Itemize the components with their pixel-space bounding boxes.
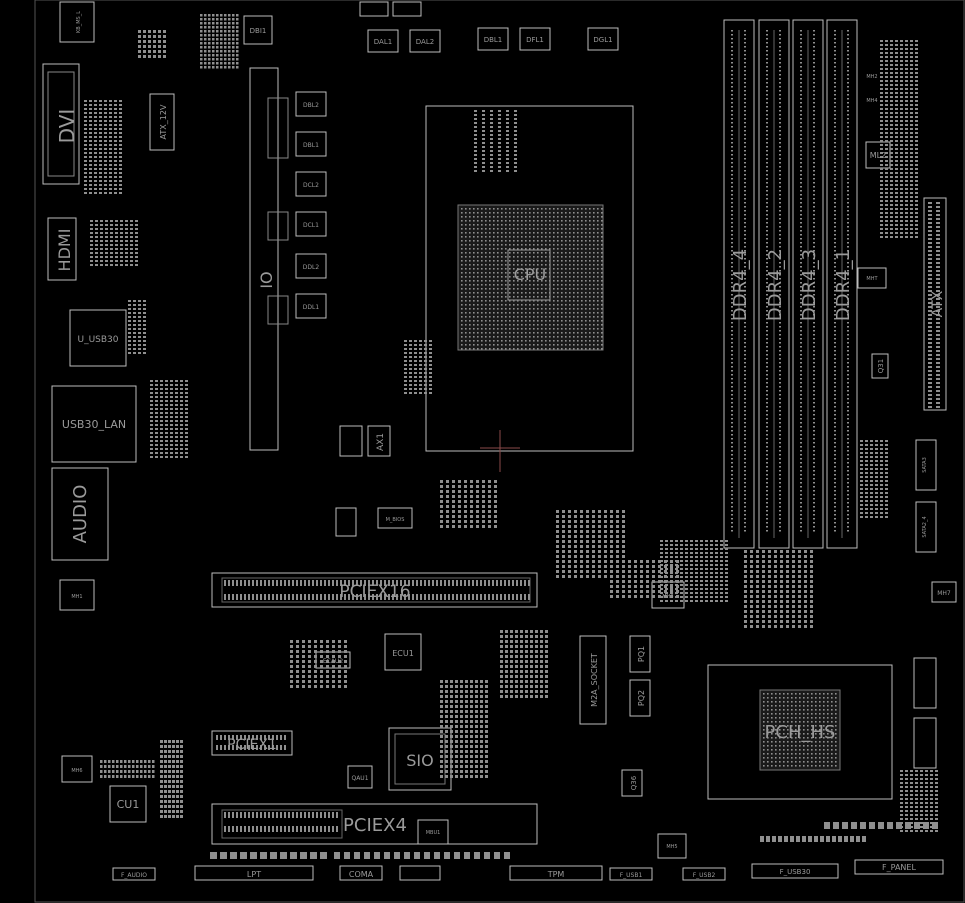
mh2-label: MH2: [866, 74, 877, 80]
usb30-connector[interactable]: [69, 309, 127, 367]
io-column: [249, 67, 279, 451]
q36-label: Q36: [630, 775, 638, 790]
mh1-label: MH1: [71, 594, 82, 600]
usb30-lan-label: USB30_LAN: [62, 418, 126, 431]
m2a-socket[interactable]: [579, 635, 607, 725]
mbu1-label: MBU1: [426, 830, 441, 836]
inductor-dcl1: DCL1: [303, 222, 319, 229]
pciex4-slot[interactable]: [211, 803, 538, 845]
sata2-label: SATA2_4: [922, 516, 928, 537]
header-f-usb1[interactable]: [609, 867, 653, 881]
pciex16-slot[interactable]: [211, 572, 538, 608]
ecu1-chip[interactable]: [384, 633, 422, 671]
header-f-panel[interactable]: [854, 859, 944, 875]
inductor-dcl2: DCL2: [303, 182, 319, 189]
mh3-label: MH3: [662, 594, 673, 600]
inductor-dal1: DAL1: [374, 38, 392, 46]
ddr4-2-label: DDR4_2: [765, 249, 786, 321]
cu1-label: CU1: [117, 798, 140, 811]
atx12v-label: ATX_12V: [159, 104, 168, 139]
coma-label: COMA: [349, 870, 374, 879]
ddr4-slot-1[interactable]: [826, 19, 858, 549]
ddr4-3-label: DDR4_3: [799, 249, 820, 321]
mh4-label: MH4: [866, 98, 877, 104]
sata-label: SATA3: [922, 457, 928, 473]
inductor-dfl1: DFL1: [526, 36, 544, 44]
io-label: IO: [257, 271, 276, 288]
pciex16-label: PCIEX16: [339, 582, 410, 602]
pciex1-slot[interactable]: [211, 730, 293, 756]
hdmi-label: HDMI: [55, 229, 74, 272]
f-panel-label: F_PANEL: [882, 863, 916, 872]
f-usb2-label: F_USB2: [693, 872, 716, 879]
usb30-label: U_USB30: [77, 335, 118, 345]
header-f-usb2[interactable]: [682, 867, 726, 881]
dvi-label: DVI: [55, 109, 79, 144]
pciex4-label: PCIEX4: [343, 815, 407, 836]
audio-connector[interactable]: [51, 467, 109, 561]
pciex1-label: PCIEX1: [227, 737, 277, 753]
ddr4-slot-3[interactable]: [792, 19, 824, 549]
pq1-label: PQ1: [637, 646, 646, 662]
kbms-connector[interactable]: [59, 1, 95, 43]
mht-label: MHT: [866, 276, 878, 282]
tpm-label: TPM: [547, 870, 565, 879]
ml2-label: ML2: [870, 151, 886, 160]
pch-heatsink[interactable]: [707, 664, 893, 800]
ddr4-slot-4[interactable]: [723, 19, 755, 549]
inductor-dbl1: DBL1: [303, 142, 319, 149]
f-usb1-label: F_USB1: [620, 872, 643, 879]
header-tpm[interactable]: [509, 865, 603, 881]
f-usb30-label: F_USB30: [780, 868, 811, 876]
atx12v-connector[interactable]: [149, 93, 175, 151]
mh5-label: MH5: [666, 844, 677, 850]
ddr4-1-label: DDR4_1: [833, 249, 854, 321]
inductor-dbl2: DBL2: [303, 102, 319, 109]
m2a-socket-label: M2A_SOCKET: [590, 653, 599, 707]
hdmi-connector[interactable]: [47, 217, 77, 281]
ax1-label: AX1: [376, 433, 386, 451]
atx-power-connector[interactable]: [923, 197, 947, 411]
kbms-label: KB_MS_L: [76, 11, 82, 33]
inductor-ddl1: DDL1: [303, 304, 320, 311]
f-audio-label: F_AUDIO: [121, 872, 147, 879]
header-f-audio[interactable]: [112, 867, 156, 881]
atx-label: ATX: [930, 290, 946, 317]
sio-chip[interactable]: [388, 727, 452, 791]
sio-label: SIO: [406, 751, 433, 770]
inductor-dal2: DAL2: [416, 38, 434, 46]
dbi1-label: DBI1: [250, 27, 267, 35]
header-lpt[interactable]: [194, 865, 314, 881]
cpu-label: CPU: [514, 265, 547, 284]
ecu1-label: ECU1: [392, 649, 414, 658]
m-bios-label: M_BIOS: [386, 517, 405, 523]
cu1-chip[interactable]: [109, 785, 147, 823]
inductor-ddl2: DDL2: [303, 264, 320, 271]
ddr4-4-label: DDR4_4: [730, 249, 751, 321]
mh6-label: MH6: [71, 768, 82, 774]
audio-label: AUDIO: [70, 485, 91, 544]
ecau2-label: ECAU2: [323, 658, 343, 665]
header-f-usb30[interactable]: [751, 863, 839, 879]
mh7-label: MH7: [937, 590, 951, 597]
pq2-label: PQ2: [637, 690, 646, 706]
usb30-lan-connector[interactable]: [51, 385, 137, 463]
header-coma[interactable]: [339, 865, 383, 881]
cpu-socket[interactable]: [425, 105, 634, 452]
dvi-connector[interactable]: [42, 63, 80, 185]
inductor-dgl1: DGL1: [593, 36, 612, 44]
ddr4-slot-2[interactable]: [758, 19, 790, 549]
pch-label: PCH_HS: [765, 722, 836, 743]
lpt-label: LPT: [247, 870, 261, 879]
q31-label: Q31: [877, 359, 885, 373]
qau1-label: QAU1: [351, 775, 368, 782]
inductor-dbl1-top: DBL1: [484, 36, 503, 44]
